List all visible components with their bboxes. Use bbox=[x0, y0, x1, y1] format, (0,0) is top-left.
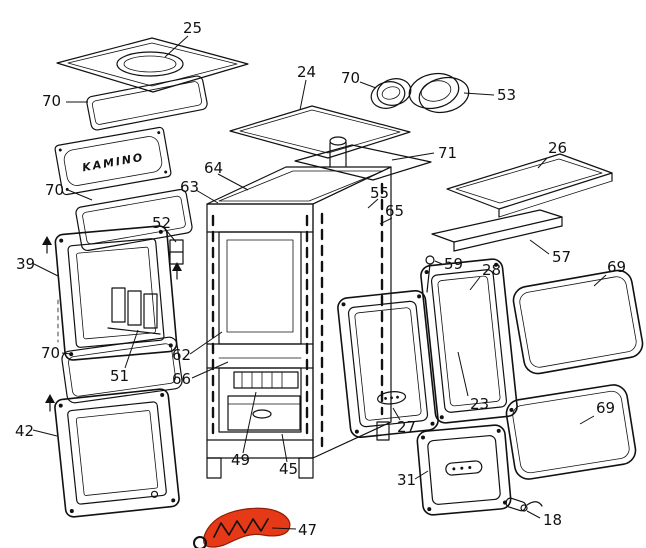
part-label-23: 23 bbox=[470, 395, 489, 413]
part-label-45: 45 bbox=[279, 460, 298, 478]
tool-body bbox=[203, 507, 291, 548]
part-label-27: 27 bbox=[397, 418, 416, 436]
right-door-glass bbox=[420, 258, 518, 424]
part-label-25: 25 bbox=[183, 19, 202, 37]
part-label-69a: 69 bbox=[607, 258, 626, 276]
side-shelf-plate bbox=[446, 153, 613, 218]
part-label-70b: 70 bbox=[45, 181, 64, 199]
brand-plate: KAMINO bbox=[54, 126, 172, 196]
part-label-55: 55 bbox=[370, 184, 389, 202]
ash-pan bbox=[227, 395, 301, 431]
part-label-71: 71 bbox=[438, 144, 457, 162]
tool-spring-coil bbox=[213, 518, 269, 538]
assembly-arrow bbox=[42, 236, 182, 412]
part-label-26: 26 bbox=[548, 139, 567, 157]
leader-lines bbox=[32, 35, 607, 530]
part-label-28: 28 bbox=[482, 261, 501, 279]
part-label-70a: 70 bbox=[42, 92, 61, 110]
flue-gasket-ring bbox=[370, 78, 412, 109]
stove-body bbox=[206, 136, 392, 479]
part-label-64: 64 bbox=[204, 159, 223, 177]
tool-handle-ring bbox=[193, 536, 207, 548]
part-label-63: 63 bbox=[180, 178, 199, 196]
small-bracket bbox=[169, 239, 184, 265]
brand-plate-text: KAMINO bbox=[81, 151, 145, 175]
gasket-lower-left bbox=[61, 336, 183, 404]
bracket-rail bbox=[431, 209, 563, 252]
gasket-mid-left bbox=[75, 188, 193, 252]
part-label-42: 42 bbox=[15, 422, 34, 440]
main-fire-door bbox=[337, 289, 439, 439]
top-plate bbox=[229, 105, 411, 159]
hinge-pin bbox=[425, 255, 435, 293]
gasket-top-left bbox=[86, 75, 208, 131]
part-labels: 25 70 70 70 70 24 53 26 71 64 63 55 65 5… bbox=[15, 19, 626, 539]
part-label-70c: 70 bbox=[41, 344, 60, 362]
part-label-69b: 69 bbox=[596, 399, 615, 417]
part-label-52: 52 bbox=[152, 214, 171, 232]
part-label-49: 49 bbox=[231, 451, 250, 469]
top-plate-with-hole bbox=[56, 37, 249, 93]
part-label-62: 62 bbox=[172, 346, 191, 364]
flue-collar bbox=[408, 72, 470, 114]
part-label-51: 51 bbox=[110, 367, 129, 385]
door-gasket-upper bbox=[512, 269, 644, 375]
part-label-47: 47 bbox=[298, 521, 317, 539]
lower-left-door-frame bbox=[54, 388, 180, 518]
part-label-59: 59 bbox=[444, 255, 463, 273]
part-label-18: 18 bbox=[543, 511, 562, 529]
part-label-53: 53 bbox=[497, 86, 516, 104]
part-label-70d: 70 bbox=[341, 69, 360, 87]
part-label-39: 39 bbox=[16, 255, 35, 273]
part-label-65: 65 bbox=[385, 202, 404, 220]
part-label-31: 31 bbox=[397, 471, 416, 489]
part-label-24: 24 bbox=[297, 63, 316, 81]
grate-bar-set bbox=[107, 287, 161, 335]
door-gasket-lower bbox=[505, 384, 637, 480]
latch-handle bbox=[505, 497, 543, 512]
part-label-66: 66 bbox=[172, 370, 191, 388]
shaker-grate bbox=[233, 371, 299, 389]
lower-vent-door bbox=[416, 424, 512, 516]
part-label-57: 57 bbox=[552, 248, 571, 266]
inner-top-plate bbox=[294, 144, 432, 181]
